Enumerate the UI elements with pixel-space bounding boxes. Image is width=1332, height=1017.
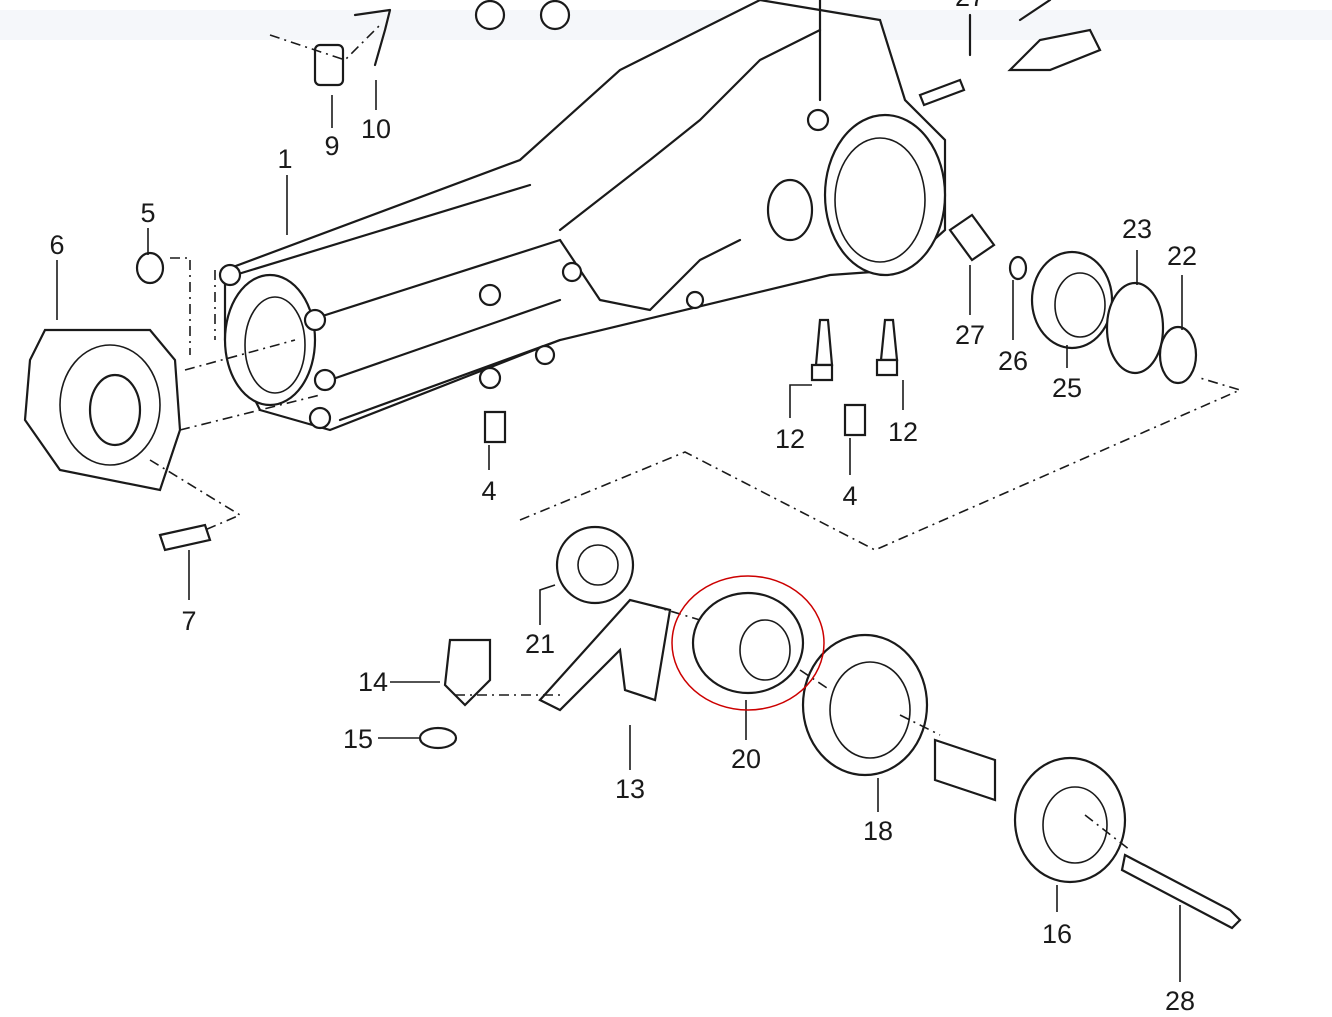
- part-label: 10: [361, 114, 391, 144]
- part-label: 13: [615, 774, 645, 804]
- cover-part-6: [23, 328, 182, 492]
- part-label: 5: [140, 198, 155, 228]
- small-parts: [135, 8, 1242, 930]
- assembly-lines: [149, 0, 1243, 851]
- part-label: 1: [277, 144, 292, 174]
- part-label: 26: [998, 346, 1028, 376]
- part-label: 4: [481, 476, 496, 506]
- part-label: 23: [1122, 214, 1152, 244]
- part-label: 18: [863, 816, 893, 846]
- part-label: 14: [358, 667, 388, 697]
- part-label: 21: [525, 629, 555, 659]
- highlight-circle-part-20: [671, 575, 825, 711]
- part-label: 12: [775, 424, 805, 454]
- part-label: 16: [1042, 919, 1072, 949]
- part-label: 27: [955, 0, 985, 12]
- part-label: 15: [343, 724, 373, 754]
- housing-part-1: [218, 0, 947, 432]
- part-label: 9: [324, 131, 339, 161]
- part-label: 28: [1165, 986, 1195, 1016]
- scan-band: [0, 10, 1332, 40]
- part-label: 20: [731, 744, 761, 774]
- leader-lines: [56, 80, 1183, 982]
- part-label: 7: [181, 606, 196, 636]
- part-label: 4: [842, 481, 857, 511]
- part-label: 12: [888, 417, 918, 447]
- part-label: 22: [1167, 241, 1197, 271]
- part-labels: 27 9 10 1 5 6 7 4 4 12 12 27 26 25 23 22…: [49, 0, 1197, 1016]
- part-label: 27: [955, 320, 985, 350]
- part-label: 25: [1052, 373, 1082, 403]
- part-label: 6: [49, 230, 64, 260]
